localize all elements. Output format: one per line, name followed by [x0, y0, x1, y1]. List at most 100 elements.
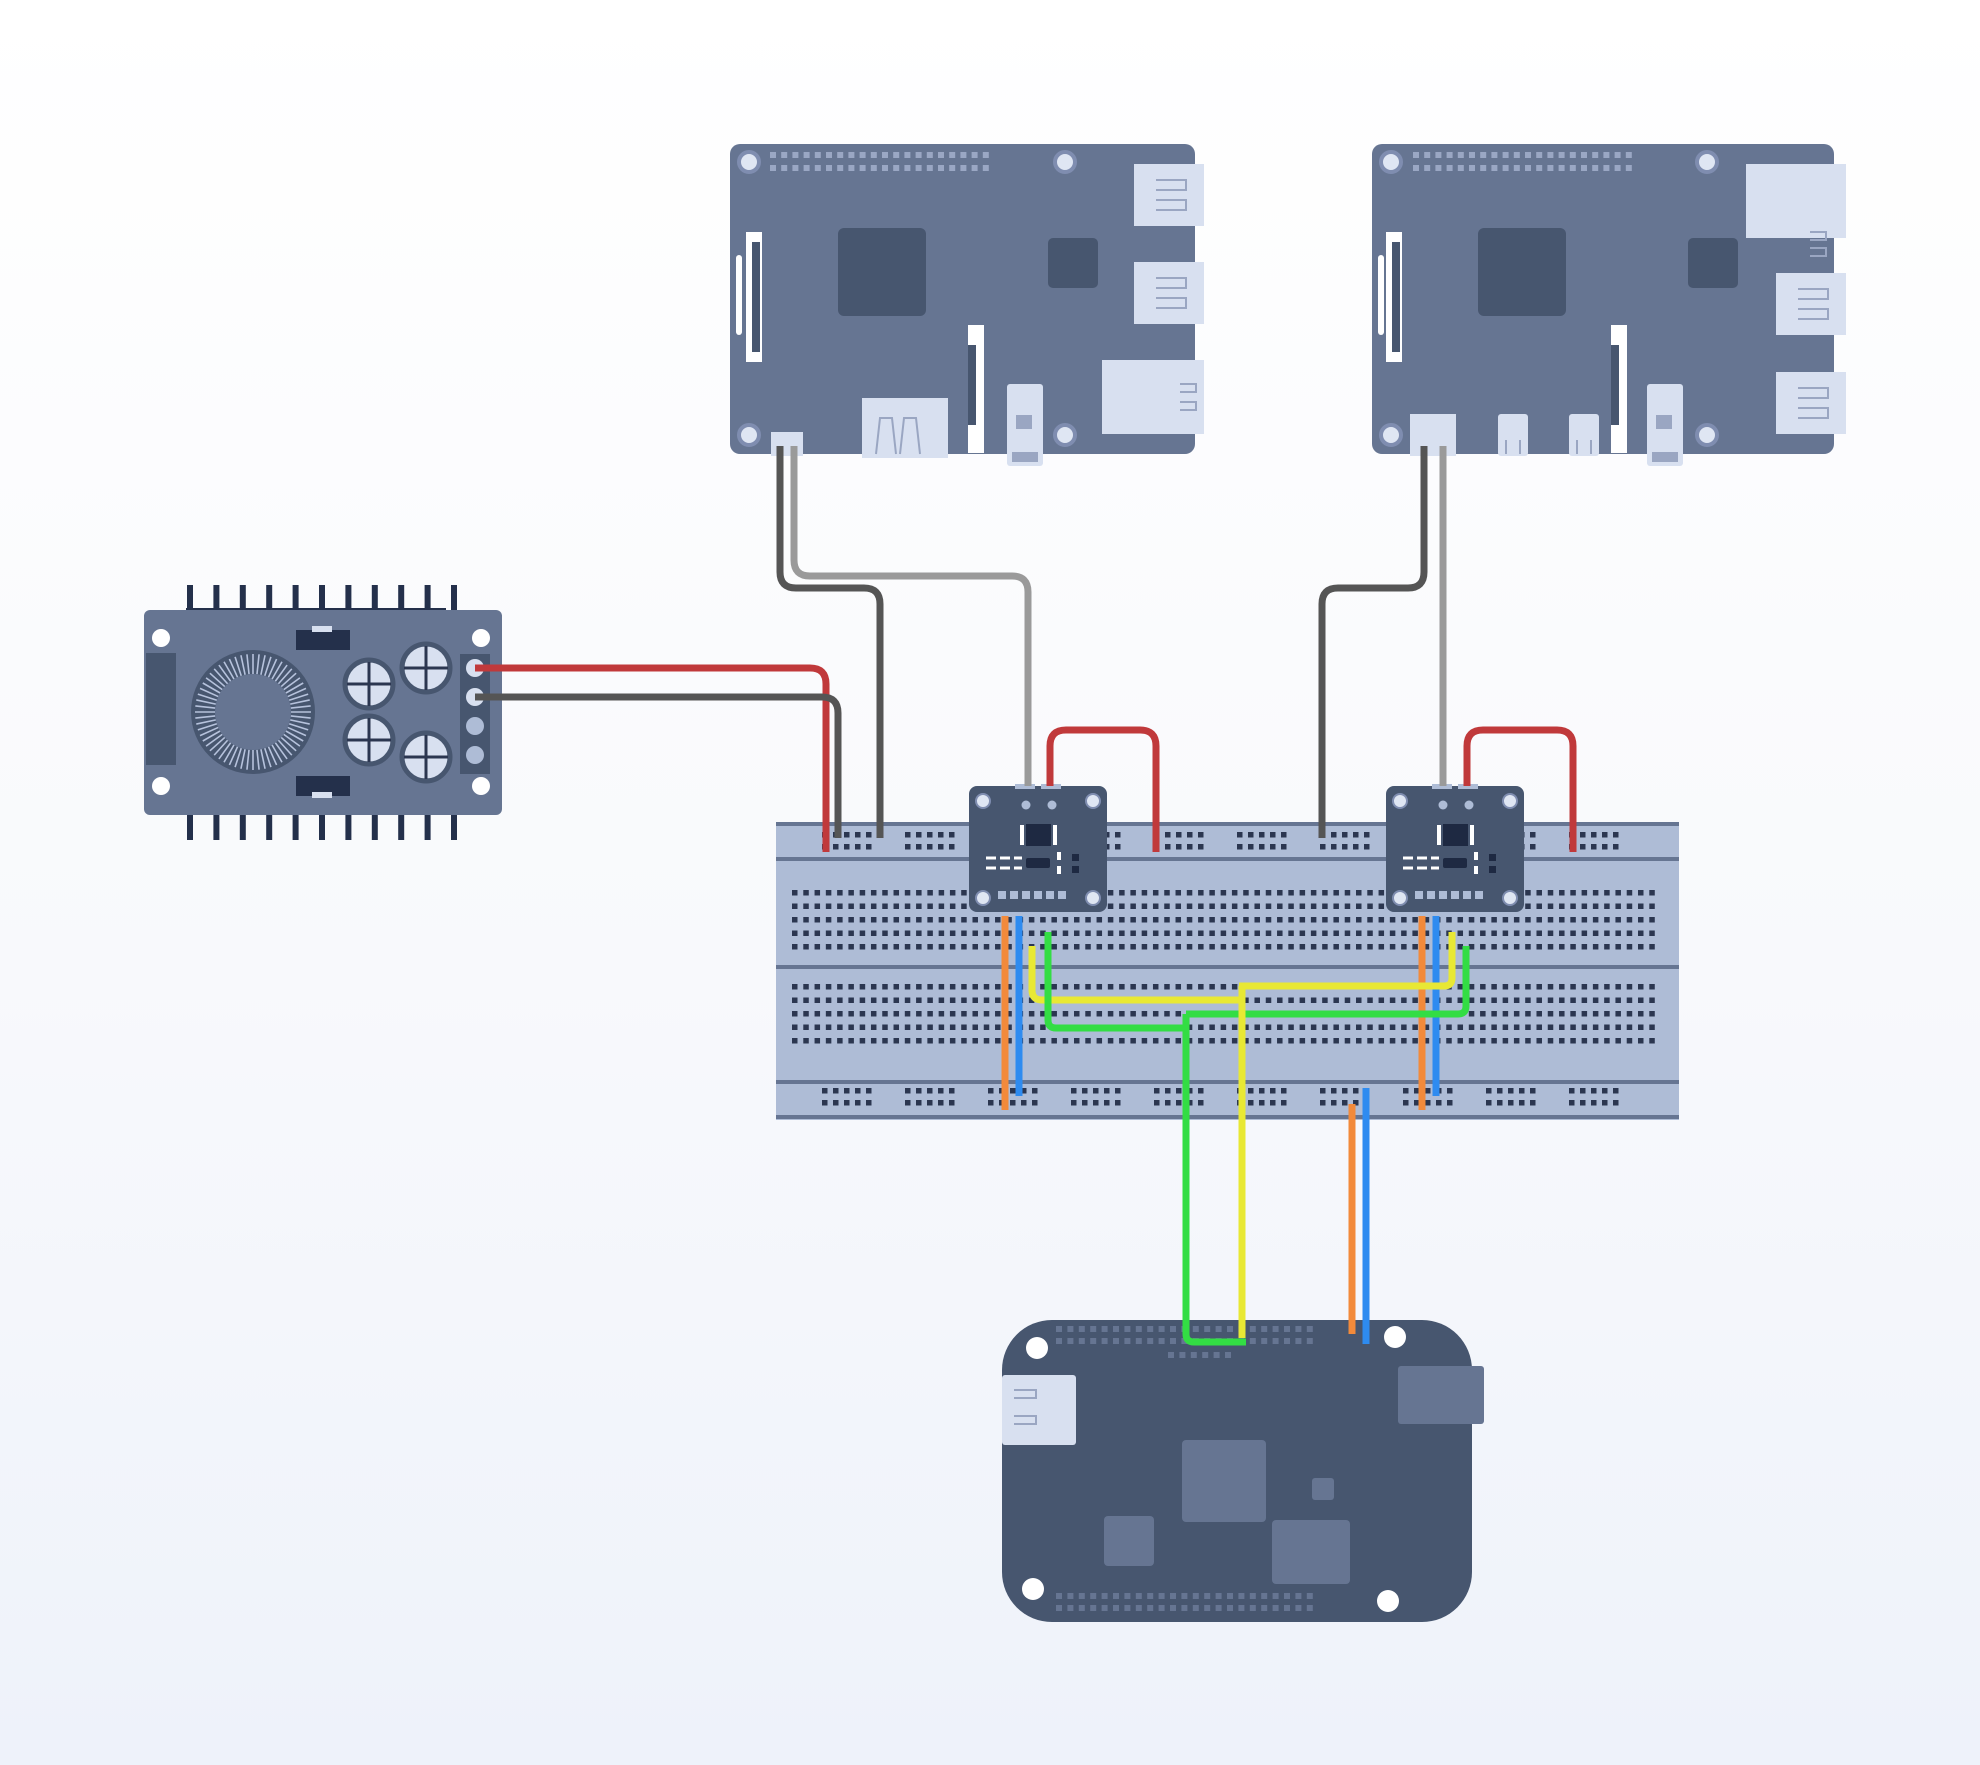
breadboard-hole	[1401, 944, 1407, 950]
coil-core	[215, 674, 291, 750]
breadboard-hole	[1513, 1024, 1520, 1030]
breadboard-hole	[1615, 917, 1621, 923]
breadboard-hole	[1581, 1011, 1588, 1017]
wire-power	[1463, 726, 1577, 852]
breadboard-hole	[1536, 1024, 1542, 1030]
breadboard-hole	[1006, 930, 1012, 936]
breadboard-hole	[1107, 984, 1114, 990]
power-module-input-terminal	[146, 653, 176, 765]
breadboard-hole	[1130, 930, 1136, 936]
breadboard-hole	[1378, 903, 1385, 909]
breadboard-hole	[1626, 903, 1633, 909]
heatsink-fin	[187, 585, 193, 625]
pi1-cpu-chip	[838, 228, 926, 316]
power-module-capacitors	[342, 641, 453, 784]
single-board-computer-2	[1372, 144, 1846, 466]
breadboard-hole	[1198, 984, 1204, 990]
breadboard-hole	[1356, 903, 1362, 909]
sensor2-component	[1443, 858, 1467, 868]
breadboard-hole	[1165, 1088, 1171, 1094]
breadboard-hole	[1165, 844, 1171, 850]
power-module-terminal-screw	[466, 746, 484, 764]
breadboard-hole	[1104, 1088, 1110, 1094]
controller-small-chip	[1312, 1478, 1334, 1500]
breadboard-hole	[949, 984, 956, 990]
breadboard-hole	[1649, 917, 1655, 923]
pi2-audio-jack-detail	[1652, 452, 1678, 462]
coil-winding	[283, 677, 301, 691]
gpio-pin	[893, 152, 900, 158]
breadboard-hole	[1243, 1038, 1249, 1044]
header-pin	[1135, 1338, 1142, 1344]
breadboard-hole	[1310, 1024, 1317, 1030]
breadboard-hole	[1649, 944, 1655, 950]
breadboard-hole	[1231, 917, 1238, 923]
coil-winding	[280, 736, 297, 752]
breadboard-hole	[1342, 832, 1348, 838]
heatsink-fin	[345, 800, 352, 840]
breadboard-hole	[1389, 944, 1396, 950]
breadboard-hole	[1277, 1038, 1283, 1044]
breadboard-hole	[1638, 930, 1644, 936]
breadboard-hole	[1480, 1024, 1486, 1030]
breadboard-hole	[1175, 903, 1182, 909]
breadboard-hole	[1186, 930, 1193, 936]
pi2-mount-hole	[1379, 150, 1403, 174]
gpio-pin	[870, 165, 877, 171]
breadboard-hole	[938, 930, 945, 936]
breadboard-body	[776, 822, 1679, 1120]
breadboard-hole	[1130, 1011, 1136, 1017]
breadboard-hole	[1525, 890, 1531, 896]
breadboard-hole	[1062, 944, 1069, 950]
breadboard-hole	[1559, 997, 1565, 1003]
breadboard-hole	[983, 984, 990, 990]
gpio-pin	[915, 152, 922, 158]
breadboard-hole	[1626, 944, 1633, 950]
breadboard-hole	[1547, 903, 1554, 909]
breadboard-hole	[1096, 1038, 1103, 1044]
breadboard-hole	[904, 930, 911, 936]
gpio-pin	[1592, 165, 1599, 171]
breadboard-hole	[1342, 844, 1348, 850]
breadboard-hole	[848, 930, 854, 936]
sensor2-mount-hole	[1392, 793, 1408, 809]
breadboard-hole	[1513, 917, 1520, 923]
breadboard-hole	[792, 890, 798, 896]
breadboard-hole	[1536, 890, 1542, 896]
breadboard-hole	[1615, 1038, 1621, 1044]
header-pin	[1158, 1326, 1165, 1332]
breadboard-hole	[1198, 930, 1204, 936]
breadboard-hole	[1209, 1024, 1215, 1030]
sensor2-mount-hole	[1502, 793, 1518, 809]
breadboard-hole	[1220, 984, 1227, 990]
breadboard-hole	[1425, 1088, 1431, 1094]
breadboard-hole	[1569, 1100, 1575, 1106]
breadboard-hole	[1040, 1038, 1046, 1044]
header-pin	[1090, 1326, 1097, 1332]
breadboard-hole	[995, 917, 1001, 923]
power-module-regulator-tab	[312, 792, 332, 798]
breadboard-hole	[792, 903, 798, 909]
breadboard-hole	[837, 890, 843, 896]
gpio-pin	[781, 152, 788, 158]
breadboard-hole	[1638, 890, 1644, 896]
breadboard-hole	[848, 1038, 854, 1044]
breadboard-hole	[1152, 984, 1159, 990]
header-pin	[1272, 1593, 1279, 1599]
breadboard-hole	[844, 844, 850, 850]
breadboard-hole	[1254, 997, 1260, 1003]
wire-ground	[475, 693, 842, 838]
coil-winding	[209, 736, 226, 752]
breadboard-hole	[833, 1088, 839, 1094]
heatsink-fin	[345, 585, 352, 625]
breadboard-hole	[961, 930, 967, 936]
breadboard-hole	[855, 844, 861, 850]
breadboard	[776, 822, 1679, 1120]
breadboard-hole	[792, 1024, 798, 1030]
breadboard-hole	[1119, 890, 1125, 896]
breadboard-hole	[1530, 1100, 1536, 1106]
breadboard-hole	[803, 1024, 809, 1030]
breadboard-hole	[825, 890, 832, 896]
breadboard-hole	[859, 1011, 866, 1017]
breadboard-hole	[1626, 997, 1633, 1003]
